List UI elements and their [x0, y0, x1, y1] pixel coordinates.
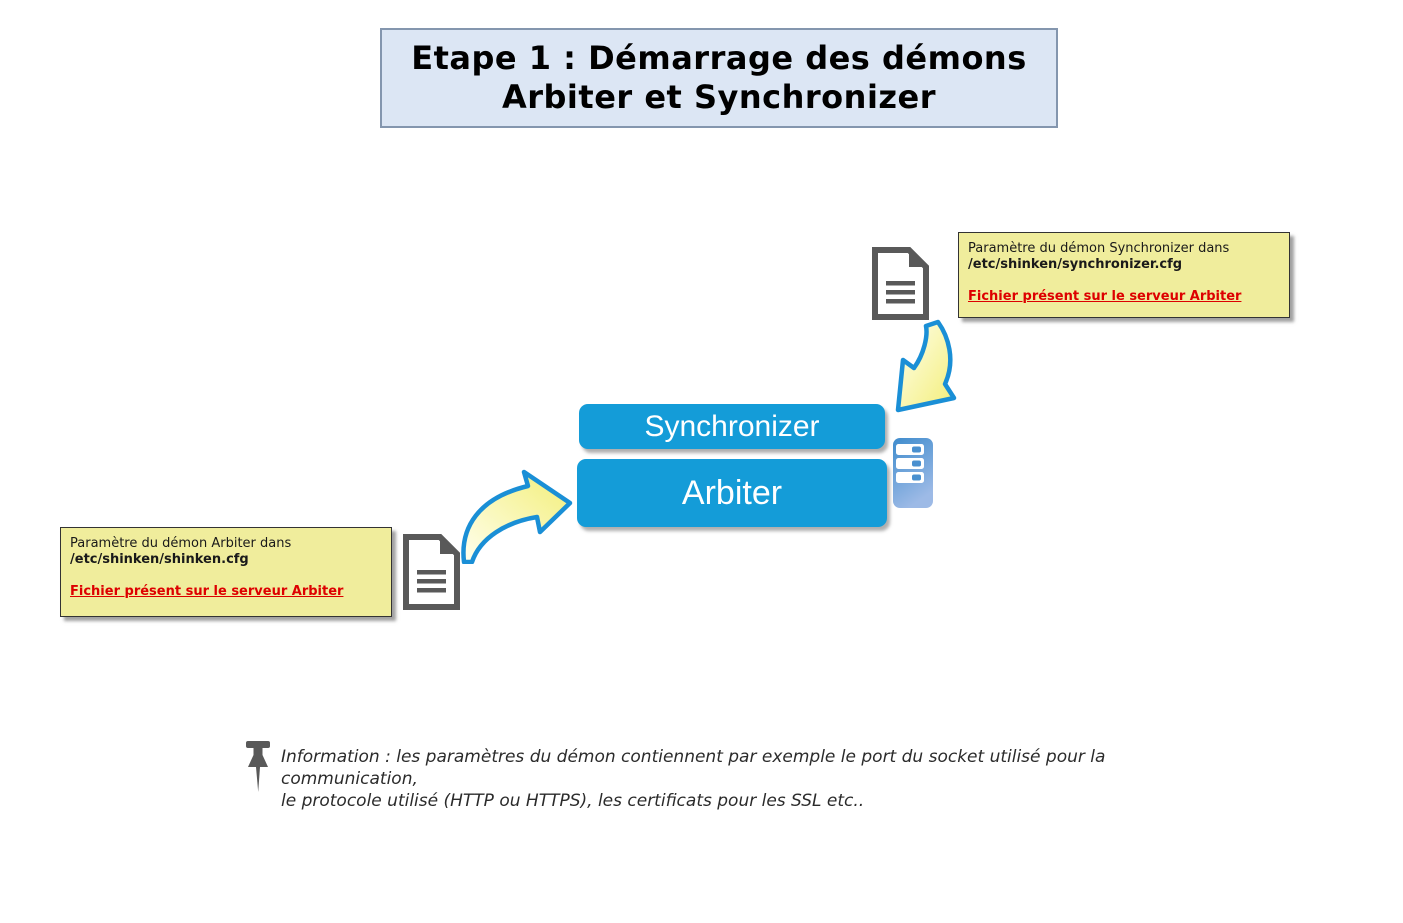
- daemon-box-arbiter: Arbiter: [577, 459, 887, 527]
- note-synchronizer-intro: Paramètre du démon Synchronizer dans: [968, 241, 1230, 256]
- curved-arrow-icon: [461, 469, 573, 564]
- document-icon: [403, 534, 460, 610]
- diagram-title: Etape 1 : Démarrage des démons Arbiter e…: [380, 28, 1058, 128]
- note-synchronizer-config: Paramètre du démon Synchronizer dans /et…: [958, 232, 1290, 318]
- note-arbiter-intro: Paramètre du démon Arbiter dans: [70, 536, 292, 551]
- note-arbiter-config: Paramètre du démon Arbiter dans /etc/shi…: [60, 527, 392, 617]
- daemon-label-synchronizer: Synchronizer: [644, 409, 820, 443]
- daemon-box-synchronizer: Synchronizer: [579, 404, 885, 449]
- note-synchronizer-link[interactable]: Fichier présent sur le serveur Arbiter: [968, 289, 1242, 304]
- note-synchronizer-path: /etc/shinken/synchronizer.cfg: [968, 257, 1183, 272]
- note-arbiter-path: /etc/shinken/shinken.cfg: [70, 552, 249, 567]
- note-arbiter-link[interactable]: Fichier présent sur le serveur Arbiter: [70, 584, 344, 599]
- document-icon: [872, 247, 929, 320]
- curved-arrow-icon: [895, 319, 957, 413]
- server-icon: [893, 438, 933, 508]
- pushpin-icon: [246, 741, 270, 792]
- daemon-label-arbiter: Arbiter: [681, 473, 783, 512]
- diagram-title-line1: Etape 1 : Démarrage des démons: [411, 39, 1027, 77]
- info-note: Information : les paramètres du démon co…: [281, 746, 1211, 812]
- diagram-title-line2: Arbiter et Synchronizer: [501, 78, 937, 116]
- info-note-line2: le protocole utilisé (HTTP ou HTTPS), le…: [281, 791, 865, 811]
- info-note-line1: Information : les paramètres du démon co…: [281, 747, 1106, 789]
